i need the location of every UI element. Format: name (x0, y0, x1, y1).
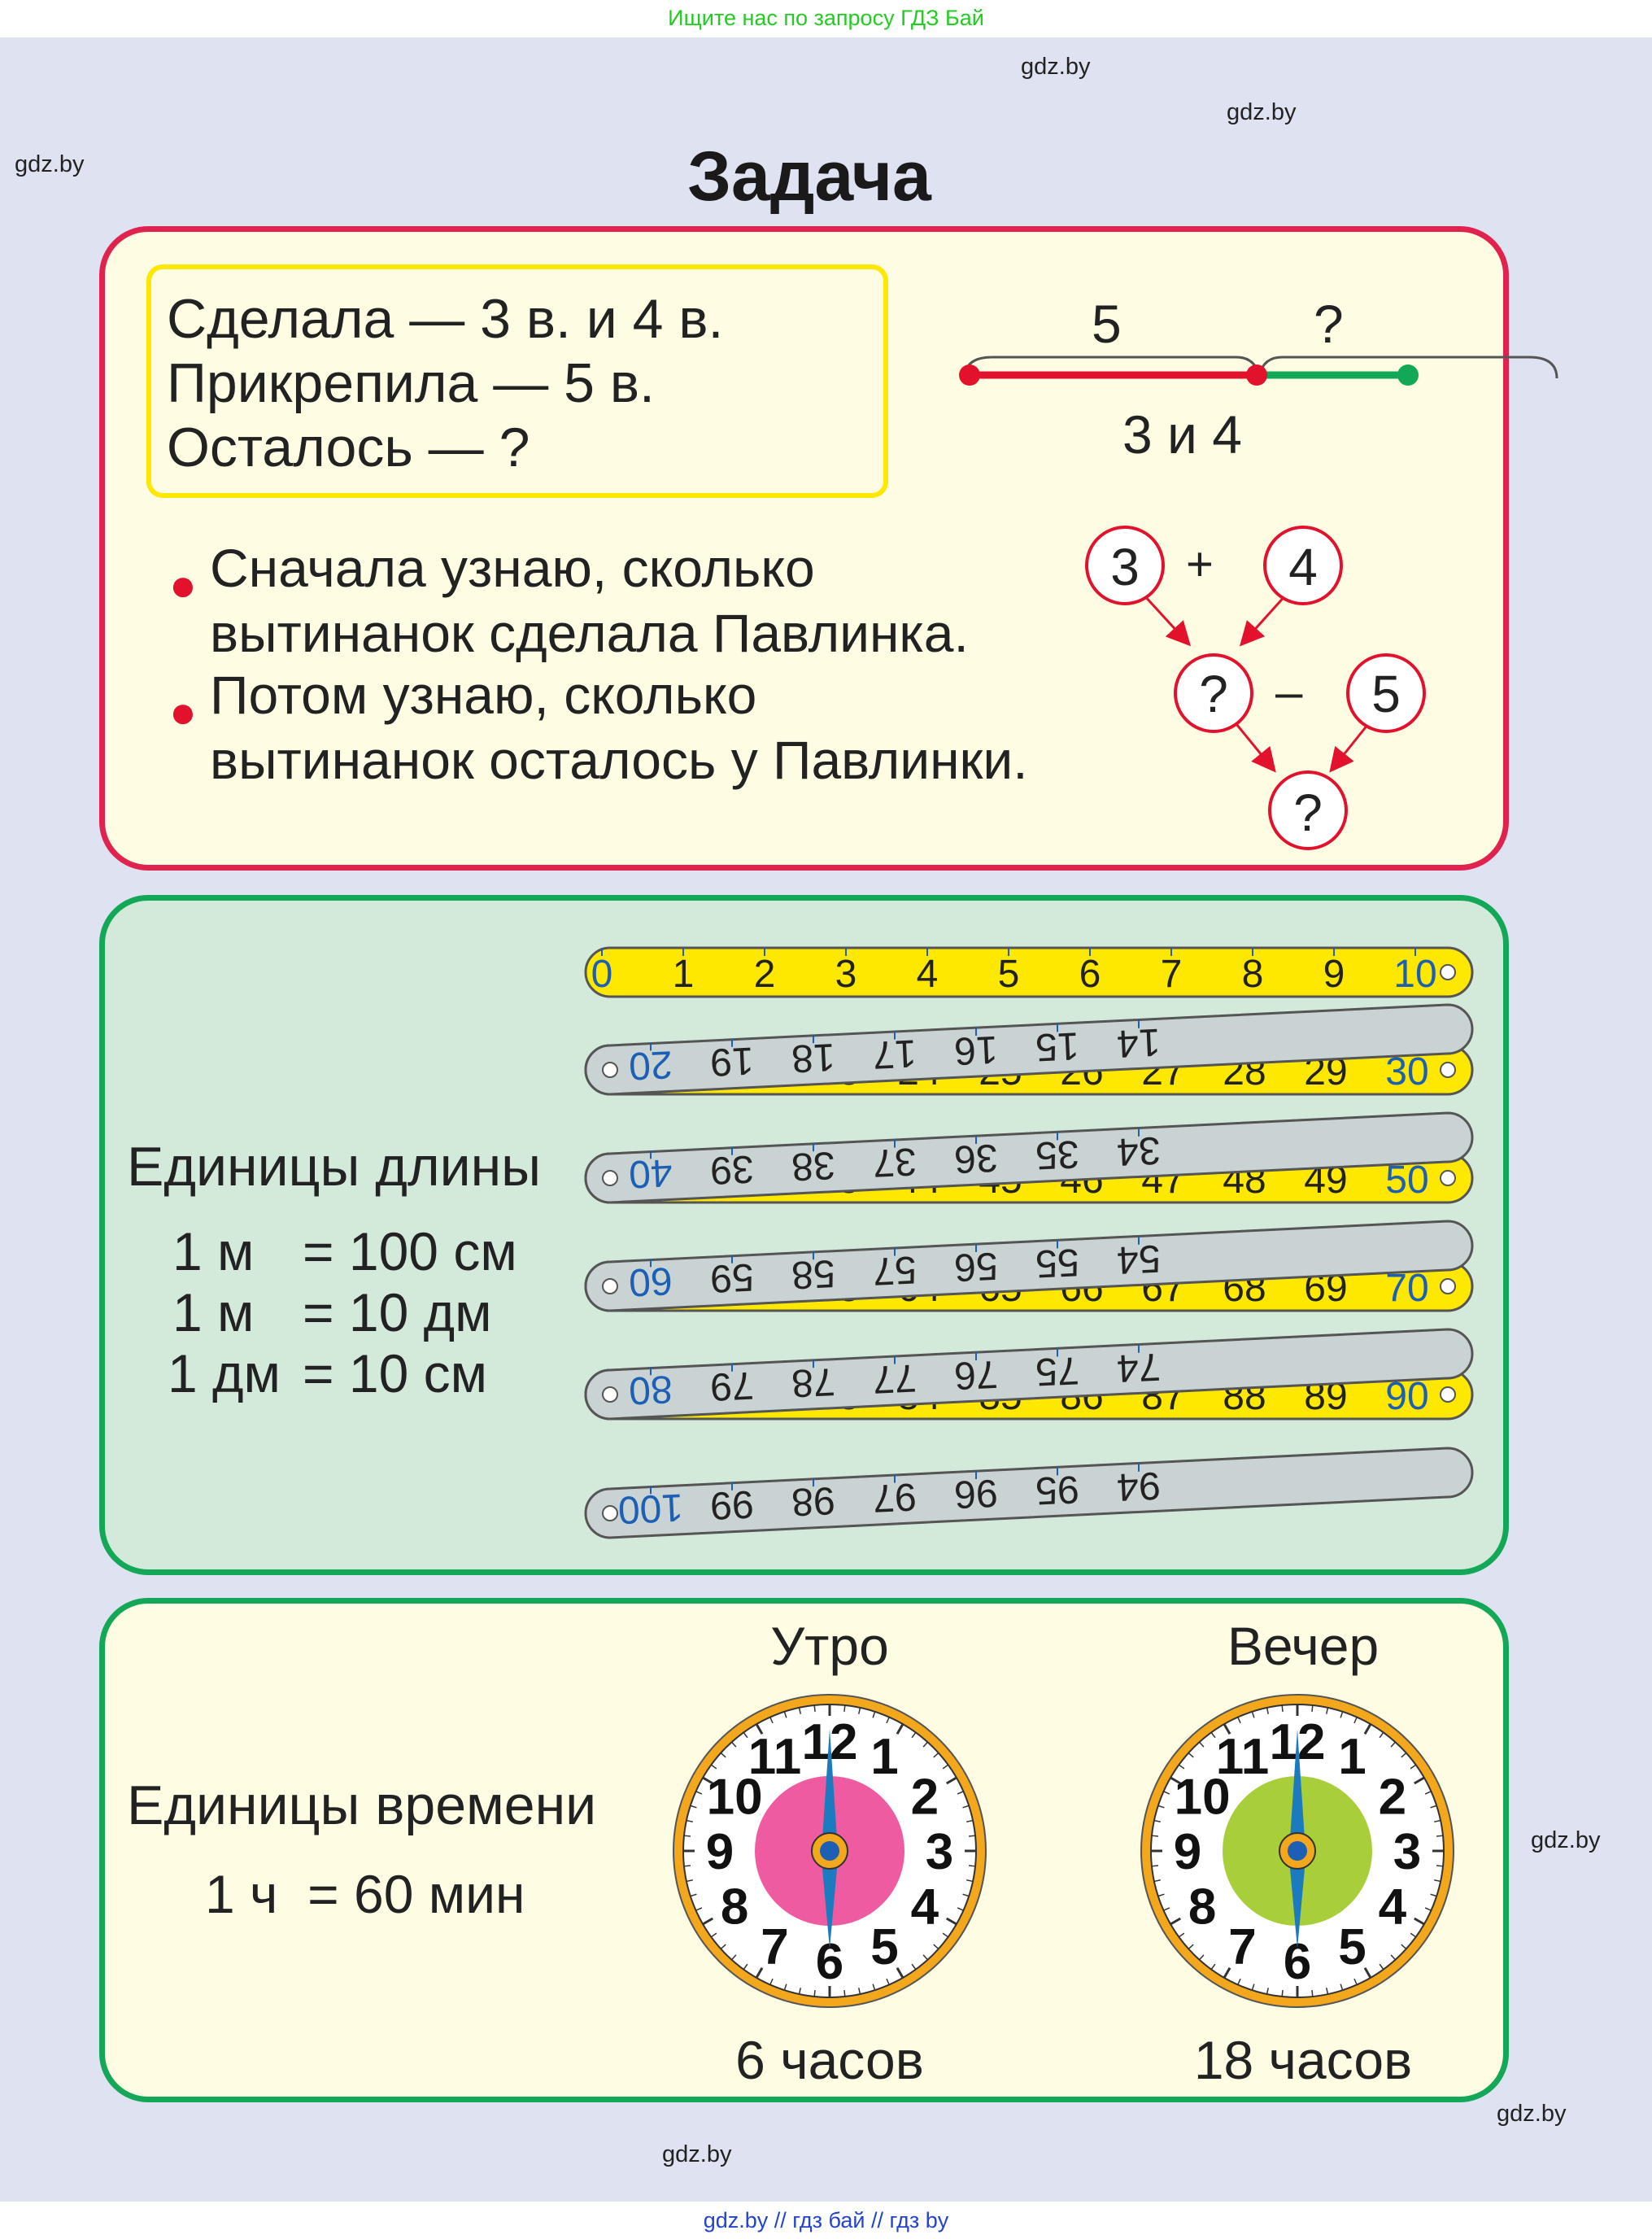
segment-label-3-and-4: 3 и 4 (1122, 404, 1242, 465)
clock-numeral: 2 (911, 1770, 939, 1826)
clock-numeral: 5 (870, 1919, 898, 1975)
clock-numeral: 9 (1174, 1824, 1201, 1880)
watermark: gdz.by (1531, 1827, 1601, 1853)
ruler-number: 9 (1323, 953, 1345, 996)
tree-operator-plus: + (1186, 538, 1214, 591)
clock-numeral: 3 (926, 1824, 953, 1880)
ruler-number: 90 (1385, 1375, 1428, 1418)
clock-numeral: 8 (1188, 1879, 1216, 1936)
clock-minute-hand (822, 1729, 838, 1851)
watermark: gdz.by (15, 151, 85, 177)
ruler-number: 5 (998, 953, 1020, 996)
segment-point-end (1397, 364, 1419, 386)
clock-label-morning: Утро (770, 1616, 889, 1676)
tree-number-5: 5 (1371, 665, 1401, 723)
ruler-number: 10 (1393, 953, 1436, 996)
page-title: Задача (687, 137, 931, 216)
clock-numeral: 9 (706, 1824, 734, 1880)
condition-line-left: Осталось — ? (167, 417, 530, 478)
ruler-number: 3 (835, 953, 857, 996)
bullet-icon: ● (169, 686, 197, 737)
clock-pivot-inner (820, 1841, 839, 1861)
length-row-1-right: = 100 см (303, 1221, 517, 1281)
clock-minute-hand (1289, 1729, 1305, 1851)
clock-numeral: 7 (1228, 1919, 1256, 1975)
step2-line2: вытинанок осталось у Павлинки. (210, 730, 1028, 790)
clock-caption-6: 6 часов (735, 2030, 924, 2090)
ruler-number: 70 (1385, 1267, 1428, 1310)
length-units-title: Единицы длины (127, 1136, 542, 1198)
tree-unknown-result: ? (1293, 783, 1323, 842)
step1-line2: вытинанок сделала Павлинка. (210, 603, 969, 663)
clock-numeral: 5 (1338, 1919, 1366, 1975)
ruler-number: 8 (1242, 953, 1264, 996)
clock-morning: 121234567891011 (673, 1694, 987, 2008)
ruler-number: 50 (1385, 1159, 1428, 1202)
tree-unknown-sum: ? (1199, 665, 1228, 723)
ruler-number: 7 (1161, 953, 1183, 996)
clock-numeral: 4 (1379, 1879, 1407, 1936)
clock-evening: 121234567891011 (1140, 1694, 1454, 2008)
clock-numeral: 1 (870, 1729, 898, 1785)
ruler-number: 6 (1079, 953, 1101, 996)
clock-hour-hand (1288, 1851, 1306, 1949)
clock-numeral: 7 (761, 1919, 788, 1975)
segment-point-start (959, 364, 980, 386)
tree-operator-minus: – (1275, 665, 1303, 719)
length-row-1-left: 1 м (172, 1221, 255, 1281)
step2-line1: Потом узнаю, сколько (210, 665, 757, 725)
solution-tree-circles (1085, 526, 1426, 850)
length-row-2-right: = 10 дм (303, 1282, 492, 1342)
clock-numeral: 4 (911, 1879, 939, 1936)
segment-diagram (963, 356, 1558, 380)
ruler-strip-0-10: 0 1 2 3 4 5 6 7 8 9 10 (584, 946, 1474, 998)
clock-numeral: 11 (748, 1729, 802, 1785)
watermark: gdz.by (662, 2141, 732, 2167)
footer-links[interactable]: gdz.by // гдз бай // гдз by (0, 2202, 1652, 2239)
length-row-2-left: 1 м (172, 1282, 255, 1342)
watermark: gdz.by (1497, 2101, 1567, 2127)
ruler-number: 0 (591, 953, 613, 996)
time-equation: 1 ч = 60 мин (205, 1864, 525, 1924)
solution-tree-arrows (1141, 592, 1370, 773)
condition-line-attached: Прикрепила — 5 в. (167, 352, 655, 414)
segment-point-middle (1246, 364, 1267, 386)
tree-number-3: 3 (1110, 538, 1140, 596)
clock-numeral: 2 (1379, 1770, 1406, 1826)
clock-pivot-inner (1288, 1841, 1307, 1861)
time-units-title: Единицы времени (127, 1774, 597, 1836)
clock-caption-18: 18 часов (1193, 2030, 1413, 2090)
ruler-number: 30 (1385, 1050, 1428, 1093)
clock-label-evening: Вечер (1227, 1616, 1380, 1676)
clock-numeral: 11 (1216, 1729, 1270, 1785)
step1-line1: Сначала узнаю, сколько (210, 538, 815, 598)
length-row-3-left: 1 дм (168, 1343, 281, 1403)
segment-label-unknown: ? (1314, 294, 1344, 354)
segment-label-5: 5 (1092, 294, 1122, 354)
ruler-number: 4 (917, 953, 939, 996)
bullet-icon: ● (169, 559, 197, 610)
ruler-number: 2 (754, 953, 776, 996)
clock-numeral: 3 (1393, 1824, 1421, 1880)
condition-line-made: Сделала — 3 в. и 4 в. (167, 288, 724, 350)
tree-number-4: 4 (1288, 538, 1318, 596)
task-condition-box (146, 264, 888, 498)
folding-ruler: 0123456789102324252627282930201918171615… (584, 946, 1474, 1539)
clock-numeral: 10 (1175, 1770, 1231, 1826)
clock-numeral: 10 (707, 1770, 763, 1826)
watermark: gdz.by (1227, 99, 1297, 125)
length-row-3-right: = 10 см (303, 1343, 488, 1403)
ruler-number: 1 (673, 953, 695, 996)
clock-numeral: 8 (721, 1879, 748, 1936)
watermark: gdz.by (1021, 54, 1091, 80)
clock-numeral: 1 (1338, 1729, 1366, 1785)
top-banner[interactable]: Ищите нас по запросу ГДЗ Бай (0, 0, 1652, 37)
clock-hour-hand (821, 1851, 839, 1949)
